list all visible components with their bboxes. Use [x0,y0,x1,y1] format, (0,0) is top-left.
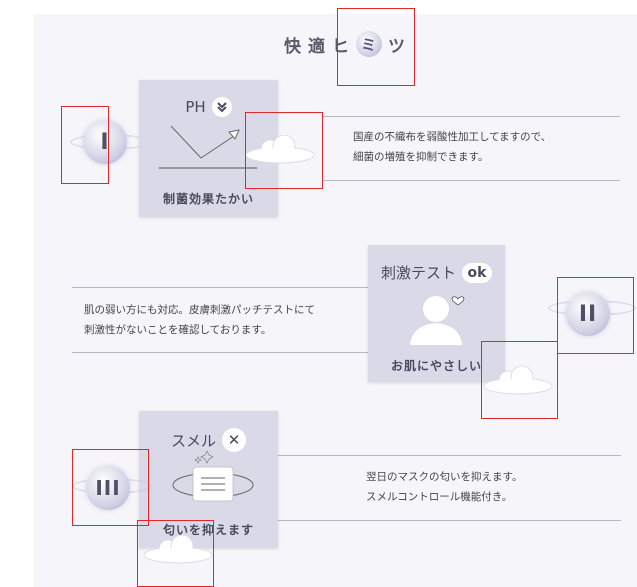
title-char-orb: ミ [356,31,382,57]
card-caption: 制菌効果たかい [162,192,254,206]
ph-graph-icon [159,125,257,169]
highlight-box [337,8,415,86]
feature-description: 国産の不織布を弱酸性加工してますので、 細菌の増殖を抑制できます。 [353,127,551,167]
highlight-box [61,106,109,184]
card-caption: お肌にやさしい [390,359,482,373]
highlight-box [481,341,558,419]
title-char: 適 [308,36,326,57]
divider [278,455,621,456]
feature-card-ph: PH 制菌効果たかい [139,80,278,217]
card-heading-text: PH [185,98,206,116]
close-icon: ✕ [222,428,246,452]
description-line: スメルコントロール機能付き。 [366,491,513,503]
highlight-box [245,112,323,189]
divider [323,180,620,181]
page-title: 快 適 ヒ ミ ツ [284,30,406,58]
feature-description: 翌日のマスクの匂いを抑えます。 スメルコントロール機能付き。 [366,467,522,507]
description-line: 刺激性がないことを確認しております。 [84,324,272,336]
chevron-double-down-icon [211,97,232,117]
description-line: 肌の弱い方にも対応。皮膚刺激パッチテストにて [84,304,315,316]
numeral-orb: I [83,120,127,164]
numeral-orb: III [86,466,130,510]
card-heading-text: 刺激テスト [380,264,456,282]
divider [323,116,620,117]
feature-card-skin-test: 刺激テスト ok お肌にやさしい [368,245,505,382]
cloud-decoration [143,535,213,564]
cloud-decoration [245,135,315,164]
card-heading: PH [139,97,278,117]
cloud-decoration [483,366,553,395]
card-heading: 刺激テスト ok [368,262,505,283]
card-heading: スメル ✕ [139,428,278,452]
title-char: ヒ [332,36,350,57]
description-line: 翌日のマスクの匂いを抑えます。 [366,471,523,483]
highlight-box [557,277,634,354]
numeral-orb: II [566,292,610,336]
divider [278,520,621,521]
feature-description: 肌の弱い方にも対応。皮膚刺激パッチテストにて 刺激性がないことを確認しております… [84,300,315,340]
highlight-box [137,520,214,587]
card-caption: 匂いを抑えます [162,523,254,537]
title-char: ツ [388,36,406,57]
description-line: 国産の不織布を弱酸性加工してますので、 [353,131,552,143]
title-char: 快 [284,36,302,57]
person-icon [410,296,465,345]
divider [72,352,368,353]
ok-badge: ok [462,262,492,283]
highlight-box [72,449,149,526]
card-heading-text: スメル [170,431,216,450]
divider [72,287,368,288]
feature-card-smell: スメル ✕ 匂いを抑えます [139,411,278,548]
mask-icon [172,450,254,502]
description-line: 細菌の増殖を抑制できます。 [353,151,489,163]
